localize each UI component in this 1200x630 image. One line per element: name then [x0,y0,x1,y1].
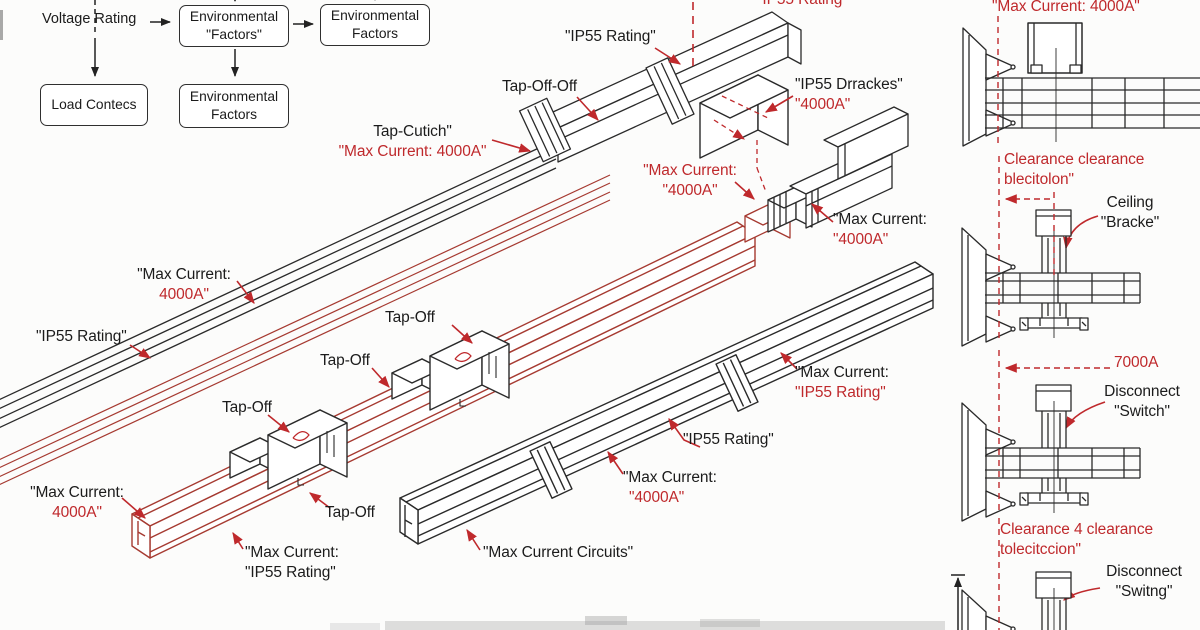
label-line: "Max Current: [795,364,889,381]
scan-artifacts [0,10,945,630]
label-max-current-circuits: "Max Current Circuits" [483,544,634,561]
busduct-run-top [0,11,802,429]
label-line: "Switng" [1115,582,1173,600]
flowchart-node-environmental-factors-1: Environmental "Factors" [179,5,289,47]
label-line: "4000A" [662,181,718,199]
label-tap-off-2: Tap-Off [320,352,370,369]
node-line: Load Contecs [51,97,137,113]
panel4-title: Clearance 4 clearance tolecitccion" [1000,520,1153,560]
label-line: "4000A" [629,488,685,506]
label-disconnect-switch: Disconnect "Switch" [1098,382,1186,422]
label-max-current-joint: "Max Current: "4000A" [833,210,927,250]
label-line: "Max Current: [245,544,339,561]
detail-panel-wall-mount [962,16,1200,147]
joint-collar [518,97,572,163]
label-ip55-rating-top: "IP55 Rating" [565,28,656,45]
label-max-current-left: "Max Current: 4000A" [128,265,240,305]
label-tap-off-1: Tap-Off [385,309,435,326]
label-line: "Max Current: [833,211,927,228]
label-max-current-ip55-bottom: "Max Current: "IP55 Rating" [245,543,339,583]
flowchart-connectors [91,0,379,77]
label-line: Clearance clearance [1004,151,1145,168]
node-line: Factors [352,26,398,41]
busduct-run-red-upper [0,174,611,486]
label-ip55-rating-left: "IP55 Rating" [36,328,127,345]
panel1-title: "Max Current: 4000A" [992,0,1140,15]
label-line: Disconnect [1106,563,1182,580]
label-line: Ceiling [1106,194,1154,211]
label-ceiling-bracke: Ceiling "Bracke" [1094,193,1166,233]
label-line: "Max Current: [30,484,124,501]
label-line: "4000A" [795,95,851,113]
label-line: Clearance 4 clearance [1000,521,1153,538]
node-line: Environmental [330,8,420,24]
vertical-dimension-arrow [951,574,965,630]
node-line: Environmental [189,9,279,25]
label-line: "Switch" [1114,402,1170,420]
label-tap-off-off: Tap-Off-Off [502,78,577,95]
label-line: "Max Current: [137,266,231,283]
label-ip55-drrackes: "IP55 Drrackes" "4000A" [795,75,903,115]
flowchart-node-environmental-factors-3: Environmental Factors [179,84,289,128]
label-line: "IP55 Drrackes" [795,76,903,93]
busduct-run-bottom [399,261,934,545]
label-max-current-top-mid: "Max Current: "4000A" [630,161,750,201]
node-line: "Factors" [206,27,262,42]
label-line: "IP55 Rating" [795,383,886,401]
label-line: "Max Current: [643,162,737,179]
label-line: Disconnect [1104,383,1180,400]
flowchart-node-voltage-rating: Voltage Rating [42,11,137,27]
label-line: Tap-Cutich" [373,123,452,140]
panel-dimension-lines [998,156,1110,630]
label-tap-cutich: Tap-Cutich" "Max Current: 4000A" [330,122,495,162]
label-max-current-ip55-right: "Max Current: "IP55 Rating" [795,363,889,403]
joint-collar [715,354,759,412]
busduct-joint-cluster [744,106,909,243]
flowchart-node-load-contecs: Load Contecs [40,84,148,126]
label-ip55-rating-mid: "IP55 Rating" [683,431,774,448]
node-line: Factors [211,107,257,122]
label-max-current-bottom-left: "Max Current: 4000A" [24,483,130,523]
label-tap-off-3: Tap-Off [222,399,272,416]
label-disconnect-switng: Disconnect "Switng" [1100,562,1188,602]
label-line: "IP55 Rating" [245,563,336,581]
label-line: 4000A" [52,503,102,521]
label-line: "4000A" [833,230,889,248]
joint-collar [645,57,695,125]
label-line: "Max Current: [623,469,717,486]
label-line: tolecitccion" [1000,540,1081,558]
panel2-title: Clearance clearance blecitolon" [1004,150,1144,190]
node-line: Environmental [189,89,279,105]
label-line: blecitolon" [1004,170,1074,188]
label-max-current-mid: "Max Current: "4000A" [623,468,717,508]
label-partial-top: "IP55 Rating" [757,0,848,10]
flowchart-node-environmental-factors-2: Environmental Factors [320,4,430,46]
label-line: 4000A" [159,285,209,303]
label-line: "Bracke" [1100,213,1160,231]
panel3-dimension-value: 7000A [1114,354,1159,371]
joint-collar [529,441,573,499]
label-tap-off-4: Tap-Off [325,504,375,521]
label-line: "Max Current: 4000A" [338,142,487,160]
